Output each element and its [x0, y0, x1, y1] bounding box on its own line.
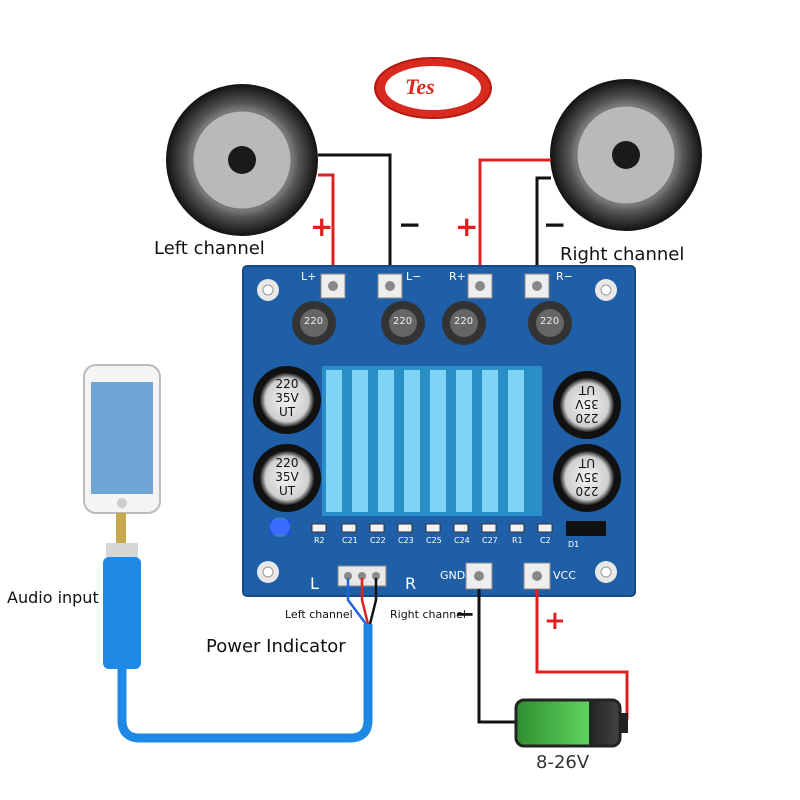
logo	[374, 57, 492, 119]
capacitor-4-value: 220	[575, 484, 599, 498]
terminal-r-plus: R+	[449, 270, 466, 283]
capacitors	[253, 366, 621, 512]
capacitor-1: 220 35V UT	[270, 377, 304, 419]
capacitor-3: 220 35V UT	[570, 383, 604, 425]
terminal-l-minus: L−	[406, 270, 422, 283]
audio-input-label: Audio input	[7, 588, 99, 607]
capacitor-4-series: UT	[578, 456, 596, 470]
input-l-mark: L	[310, 574, 319, 593]
capacitor-4: 220 35V UT	[570, 456, 604, 498]
terminal-gnd: GND	[440, 569, 466, 582]
inductor-marking-4: 220	[540, 316, 560, 327]
silk-c27: C27	[482, 536, 498, 545]
left-speaker-icon	[166, 84, 318, 236]
right-plus-sign: +	[455, 210, 479, 243]
silk-c24: C24	[454, 536, 470, 545]
input-r-mark: R	[405, 574, 417, 593]
silk-c21: C21	[342, 536, 358, 545]
left-channel-label: Left channel	[154, 238, 265, 259]
speaker-terminals	[320, 273, 551, 590]
audio-cable	[117, 624, 373, 743]
capacitor-4-voltage: 35V	[575, 470, 599, 484]
capacitor-2: 220 35V UT	[270, 456, 304, 498]
right-channel-label: Right channel	[560, 244, 685, 265]
capacitor-1-series: UT	[278, 405, 296, 419]
terminal-r-minus: R−	[556, 270, 573, 283]
capacitor-1-value: 220	[275, 377, 299, 391]
capacitor-2-voltage: 35V	[275, 470, 299, 484]
silk-c25: C25	[426, 536, 442, 545]
amplifier-board	[242, 265, 636, 597]
terminal-vcc: VCC	[553, 569, 576, 582]
logo-text: Tes	[405, 74, 435, 99]
power-indicator-label: Power Indicator	[206, 636, 346, 657]
capacitor-3-value: 220	[575, 411, 599, 425]
inductor-marking-2: 220	[393, 316, 413, 327]
left-plus-sign: +	[310, 210, 334, 243]
silk-c22: C22	[370, 536, 386, 545]
voltage-label: 8-26V	[536, 752, 590, 773]
right-speaker-icon	[550, 79, 702, 231]
capacitor-3-series: UT	[578, 383, 596, 397]
right-channel-wire-label: Right channel	[390, 608, 466, 621]
heatsink	[322, 366, 542, 516]
left-minus-sign: −	[398, 208, 422, 241]
inductor-marking-3: 220	[454, 316, 474, 327]
audio-jack-icon	[103, 513, 141, 669]
terminal-l-plus: L+	[301, 270, 317, 283]
input-wires	[346, 578, 378, 625]
battery-plus-sign: +	[544, 606, 566, 636]
capacitor-2-value: 220	[275, 456, 299, 470]
phone-icon	[83, 364, 161, 514]
battery-icon	[514, 698, 628, 748]
left-channel-wire-label: Left channel	[285, 608, 353, 621]
silk-d1: D1	[568, 540, 580, 549]
silk-c23: C23	[398, 536, 414, 545]
capacitor-1-voltage: 35V	[275, 391, 299, 405]
right-minus-sign: −	[543, 208, 567, 241]
battery-minus-sign: −	[455, 600, 476, 628]
inductors	[292, 301, 572, 345]
speaker-wires	[318, 153, 551, 284]
capacitor-3-voltage: 35V	[575, 397, 599, 411]
inductor-marking-1: 220	[304, 316, 324, 327]
capacitor-2-series: UT	[278, 484, 296, 498]
power-wires	[477, 589, 629, 724]
silk-c2: C2	[540, 536, 551, 545]
silk-r2: R2	[314, 536, 325, 545]
silk-r1: R1	[512, 536, 523, 545]
